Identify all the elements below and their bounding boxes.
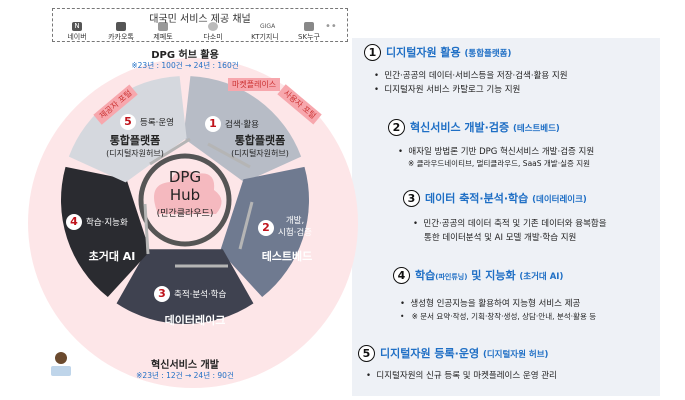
segment-3-action: 축적·분석·학습 bbox=[174, 290, 227, 300]
hub-name-2: Hub bbox=[169, 186, 201, 204]
innovation-title: 혁신서비스 개발 bbox=[151, 360, 219, 371]
section-1-bullet-2: • 디지털자원 서비스 카탈로그 기능 지원 bbox=[374, 85, 521, 95]
section-2-bullet-1: • 애자일 방법론 기반 DPG 혁신서비스 개발·검증 지원 bbox=[398, 147, 595, 157]
hub-name-1: DPG bbox=[168, 168, 202, 186]
segment-2-action: 개발, 시험·검증 bbox=[278, 216, 312, 238]
segment-4-title: 초거대 AI bbox=[88, 250, 136, 263]
section-1-bullet-1: • 민간·공공의 데이터·서비스등을 저장·검색·활용 지원 bbox=[374, 71, 568, 81]
channel-dasomi[interactable]: 다소미 bbox=[193, 22, 233, 42]
segment-3 bbox=[116, 249, 254, 324]
kakaotalk-icon bbox=[116, 22, 126, 31]
segment-1-title: 통합플랫폼 bbox=[234, 134, 286, 147]
segment-2-number: 2 bbox=[258, 220, 274, 236]
hub-usage-title: DPG 허브 활용 bbox=[151, 50, 219, 61]
section-3-bullet-1: • 민간·공공의 데이터 축적 및 기존 데이터와 융복합을 bbox=[413, 219, 607, 229]
channels-title: 대국민 서비스 제공 채널 bbox=[149, 14, 251, 25]
segment-1-sub: (디지털자원허브) bbox=[231, 149, 289, 158]
section-4-bullet-1: • 생성형 인공지능을 활용하여 지능형 서비스 제공 bbox=[400, 299, 581, 309]
segment-3-number: 3 bbox=[154, 286, 170, 302]
more-icon[interactable]: •• bbox=[325, 21, 337, 32]
hub-ring bbox=[138, 153, 232, 247]
segment-4-action: 학습·지능화 bbox=[86, 218, 128, 228]
section-2-note: ※ 클라우드네이티브, 멀티클라우드, SaaS 개발·실증 지원 bbox=[408, 159, 591, 168]
naver-icon: N bbox=[72, 22, 82, 31]
section-4-bullet-2: • ※ 문서 요약·작성, 기획·창작·생성, 상담·안내, 분석·활용 등 bbox=[400, 312, 597, 321]
segment-4-number: 4 bbox=[66, 214, 82, 230]
channel-sk-nugu[interactable]: SK누구 bbox=[289, 22, 329, 42]
cloud-icon bbox=[154, 170, 222, 214]
segment-2-title: 테스트베드 bbox=[261, 250, 313, 263]
cycle-arrows bbox=[143, 137, 254, 268]
segment-1-action: 검색·활용 bbox=[225, 120, 259, 130]
description-panel bbox=[352, 38, 660, 396]
segment-5-action: 등록·운영 bbox=[140, 118, 174, 128]
developer-illustration-icon bbox=[50, 352, 72, 380]
zepeto-icon bbox=[158, 22, 168, 31]
segment-1 bbox=[183, 76, 302, 183]
segment-5-title: 통합플랫폼 bbox=[109, 134, 161, 147]
section-3-bullet-2: 통한 데이터분석 및 AI 모델 개발·학습 지원 bbox=[424, 233, 577, 243]
segment-4 bbox=[60, 166, 150, 298]
segment-5-sub: (디지털자원허브) bbox=[106, 149, 164, 158]
section-5-bullet-1: • 디지털자원의 신규 등록 및 마켓플레이스 운영 관리 bbox=[366, 371, 557, 381]
channel-zepeto[interactable]: 제페토 bbox=[143, 22, 183, 42]
dasomi-icon bbox=[208, 22, 218, 31]
tag-marketplace: 마켓플레이스 bbox=[228, 78, 281, 91]
segment-5-number: 5 bbox=[120, 114, 136, 130]
nugu-icon bbox=[304, 22, 314, 31]
innovation-stat: ※23년 : 12건 → 24년 : 90건 bbox=[136, 371, 234, 380]
hub-usage-stat: ※23년 : 100건 → 24년 : 160건 bbox=[131, 61, 239, 70]
segment-1-number: 1 bbox=[205, 116, 221, 132]
hub-subtitle: (민간클라우드) bbox=[156, 209, 214, 219]
segment-3-title: 데이터레이크 bbox=[164, 314, 226, 327]
channel-kakaotalk[interactable]: 카카오톡 bbox=[101, 22, 141, 42]
giga-icon: GIGA bbox=[260, 23, 276, 30]
